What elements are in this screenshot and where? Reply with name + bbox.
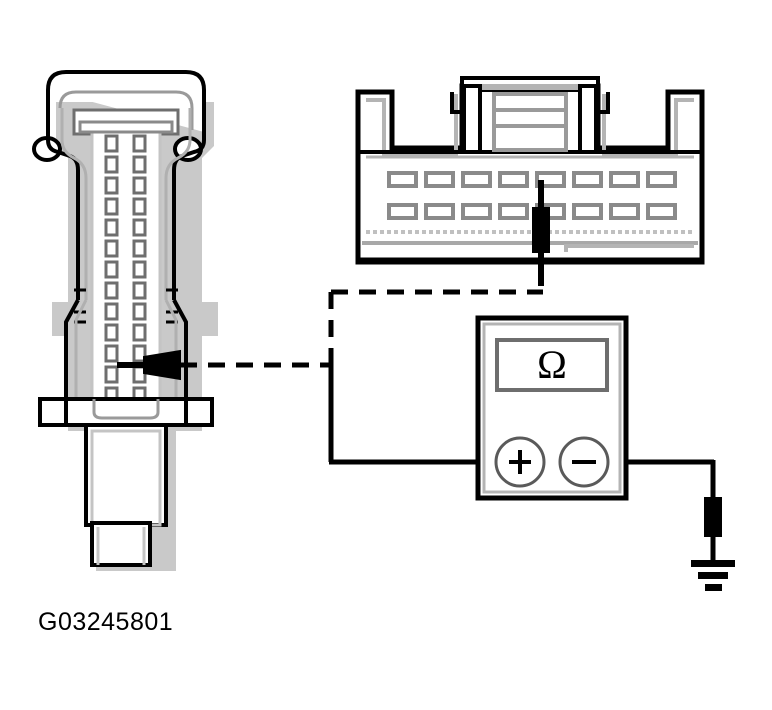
left-body-edge-right <box>172 90 206 300</box>
figure-caption: G03245801 <box>38 608 174 636</box>
left-pin-field <box>92 128 160 428</box>
ground-bar-3 <box>705 584 722 591</box>
left-lower-edge-left <box>64 299 80 424</box>
left-flange-inner-contour <box>92 399 160 420</box>
latch-shoulder-right <box>596 92 610 114</box>
left-pinfield-top-rail <box>78 120 174 134</box>
right-detail-step <box>564 244 694 252</box>
left-shoulder-inner-left <box>60 108 88 300</box>
ground-probe-body <box>704 497 722 537</box>
chassis-ground <box>691 497 735 591</box>
left-hood-inner-line-a <box>58 90 194 130</box>
left-connector[interactable] <box>32 70 218 571</box>
meter-display-value: Ω <box>537 342 567 387</box>
ground-bar-1 <box>691 560 735 567</box>
latch-center-window <box>492 92 568 152</box>
left-lower-edge-right <box>172 299 188 424</box>
left-lower-inner-left <box>74 299 88 424</box>
ground-bar-2 <box>698 572 728 579</box>
right-connector[interactable] <box>355 76 705 286</box>
left-flange-bar <box>64 397 188 427</box>
right-connector-latch[interactable] <box>450 76 610 154</box>
latch-post-left <box>462 84 482 154</box>
left-stem-lower <box>90 521 152 567</box>
meter-display <box>495 338 609 392</box>
left-stem-upper <box>84 423 168 527</box>
right-connector-probe[interactable] <box>532 180 550 286</box>
left-connector-probe[interactable] <box>117 349 181 381</box>
left-shoulder-inner-right <box>164 108 192 300</box>
latch-shoulder-left <box>450 92 464 114</box>
meter-body-inner-shade <box>482 322 622 494</box>
latch-top-shade <box>468 84 592 90</box>
probe-tip-left <box>143 349 181 381</box>
multimeter[interactable]: Ω <box>475 315 629 501</box>
left-body-edge-left <box>46 90 80 300</box>
probe-tip-right <box>532 207 550 253</box>
left-lower-inner-right <box>164 299 178 424</box>
meter-negative-terminal[interactable] <box>558 436 610 488</box>
latch-post-right <box>578 84 598 154</box>
meter-positive-terminal[interactable] <box>494 436 546 488</box>
